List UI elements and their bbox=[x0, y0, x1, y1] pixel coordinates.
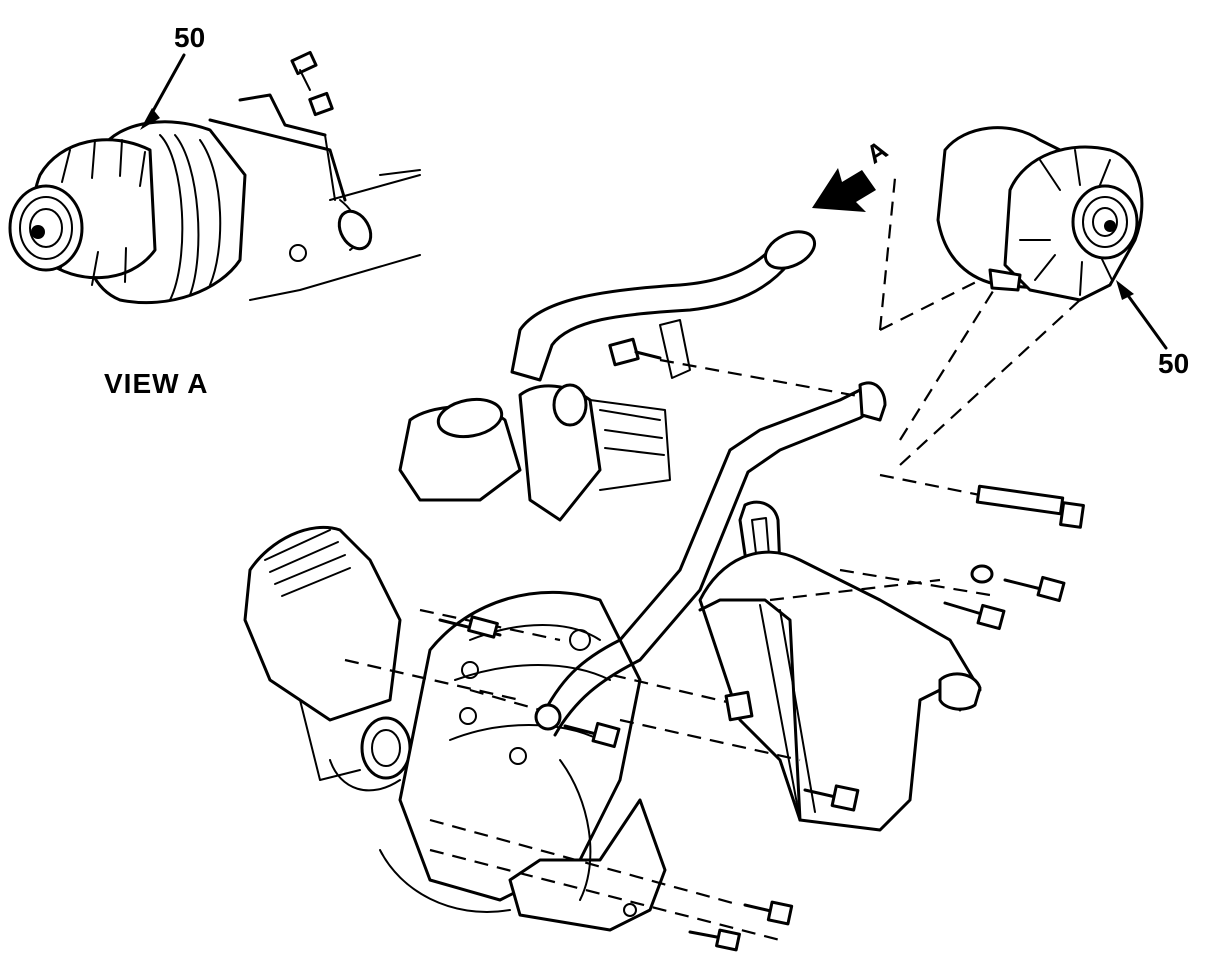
stud-center bbox=[438, 615, 502, 639]
generator-right bbox=[936, 126, 1168, 350]
bolt-lower-1 bbox=[743, 900, 794, 926]
main-engine bbox=[243, 177, 1085, 952]
bolt-right-2 bbox=[943, 601, 1006, 631]
inset-bolt bbox=[290, 50, 318, 91]
bolt-lower-2 bbox=[688, 928, 741, 952]
nut-center bbox=[724, 690, 754, 722]
bolt-pivot bbox=[534, 703, 621, 749]
bolt-right-1 bbox=[1003, 575, 1066, 603]
view-a-title: VIEW A bbox=[104, 368, 209, 399]
view-a-inset bbox=[8, 50, 421, 305]
inset-nut bbox=[308, 91, 334, 117]
view-direction-arrow bbox=[812, 168, 876, 212]
washer-right bbox=[970, 564, 994, 584]
bolt-upper-left bbox=[608, 337, 662, 367]
bolt-right-3 bbox=[803, 784, 860, 812]
bolt-long-right bbox=[975, 484, 1085, 529]
callout-number-right: 50 bbox=[1158, 348, 1190, 379]
callout-number-top: 50 bbox=[174, 22, 206, 53]
